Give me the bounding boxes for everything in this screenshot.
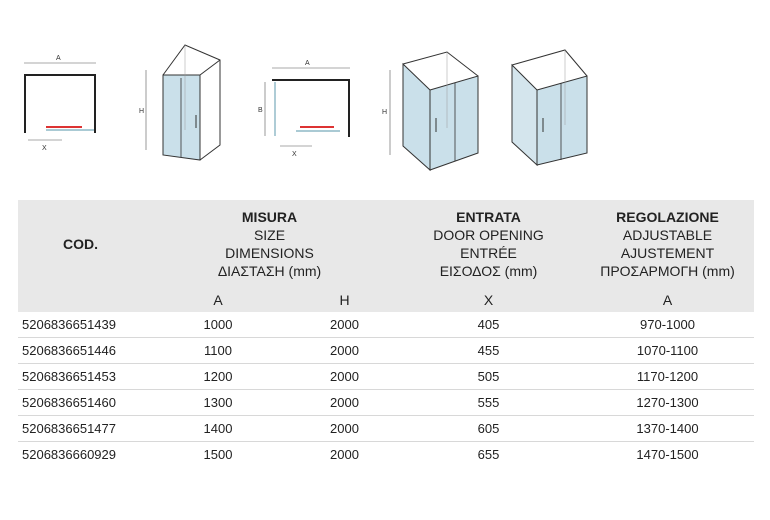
product-code: 5206836651460 xyxy=(18,389,143,416)
3d-corner-diagram-2 xyxy=(511,49,588,167)
door-opening-x: 605 xyxy=(396,415,582,442)
adjustable-range: 1370-1400 xyxy=(581,415,755,442)
adjustable-range: 970-1000 xyxy=(581,312,755,338)
dimension-h: 2000 xyxy=(293,415,397,442)
misura-header: MISURA SIZE DIMENSIONS ΔΙΑΣΤΑΣΗ (mm) xyxy=(143,200,397,288)
door-opening-x: 555 xyxy=(396,389,582,416)
dimension-a: 1000 xyxy=(143,312,293,338)
subheader-h: H xyxy=(293,288,397,312)
dimension-h: 2000 xyxy=(293,312,397,338)
dimension-h: 2000 xyxy=(293,337,397,364)
subheader-a: A xyxy=(143,288,293,312)
table-row: 5206836651477 1400 2000 605 1370-1400 xyxy=(18,415,755,442)
cod-header: COD. xyxy=(18,200,143,288)
door-opening-x: 405 xyxy=(396,312,582,338)
entrata-header: ENTRATA DOOR OPENING ENTRÉE ΕΙΣΟΔΟΣ (mm) xyxy=(396,200,582,288)
product-code: 5206836660929 xyxy=(22,447,116,462)
door-opening-x: 455 xyxy=(396,337,582,364)
dim-h-label-2: H xyxy=(382,109,387,116)
adjustable-range: 1470-1500 xyxy=(636,447,699,462)
dim-a-label-2: A xyxy=(305,60,310,67)
dimension-a: 1500 xyxy=(203,447,233,462)
adjustable-range: 1170-1200 xyxy=(581,363,755,390)
3d-corner-diagram: H xyxy=(382,51,479,172)
dimension-h: 2000 xyxy=(330,447,359,462)
dim-x-label-2: X xyxy=(292,151,297,158)
product-code: 5206836651453 xyxy=(18,363,143,390)
top-view-niche-diagram: A X xyxy=(24,55,96,152)
table-header-row: COD. MISURA SIZE DIMENSIONS ΔΙΑΣΤΑΣΗ (mm… xyxy=(18,200,755,288)
dimension-a: 1100 xyxy=(143,337,293,364)
subheader-x: X xyxy=(396,288,582,312)
adjustable-range: 1270-1300 xyxy=(581,389,755,416)
table-row: 5206836660929 1500 2000 655 1470-1500 xyxy=(18,442,754,468)
shower-diagrams: A X H A B X H xyxy=(24,44,588,172)
regolazione-header: REGOLAZIONE ADJUSTABLE AJUSTEMENT ΠΡΟΣΑΡ… xyxy=(581,200,755,288)
dimension-a: 1200 xyxy=(143,363,293,390)
dim-a-label: A xyxy=(56,55,61,62)
dimension-a: 1300 xyxy=(143,389,293,416)
dimensions-table: COD. MISURA SIZE DIMENSIONS ΔΙΑΣΤΑΣΗ (mm… xyxy=(18,200,755,468)
table-row: 5206836651439 1000 2000 405 970-1000 xyxy=(18,312,755,338)
dim-h-label: H xyxy=(139,108,144,115)
dimension-h: 2000 xyxy=(293,363,397,390)
table-row: 5206836651453 1200 2000 505 1170-1200 xyxy=(18,363,755,390)
product-code: 5206836651446 xyxy=(18,337,143,364)
door-opening-x: 655 xyxy=(477,447,500,462)
dimension-a: 1400 xyxy=(143,415,293,442)
table-row: 5206836651460 1300 2000 555 1270-1300 xyxy=(18,389,755,416)
adjustable-range: 1070-1100 xyxy=(581,337,755,364)
dim-b-label: B xyxy=(258,107,263,114)
door-opening-x: 505 xyxy=(396,363,582,390)
3d-niche-diagram: H xyxy=(139,44,221,161)
product-code: 5206836651477 xyxy=(18,415,143,442)
top-view-corner-diagram: A B X xyxy=(258,60,350,158)
product-code: 5206836651439 xyxy=(18,312,143,338)
dimension-h: 2000 xyxy=(293,389,397,416)
table-row: 5206836651446 1100 2000 455 1070-1100 xyxy=(18,337,755,364)
dim-x-label: X xyxy=(42,145,47,152)
subheader-adjustable-a: A xyxy=(581,288,755,312)
table-subheader-row: A H X A xyxy=(18,288,755,312)
